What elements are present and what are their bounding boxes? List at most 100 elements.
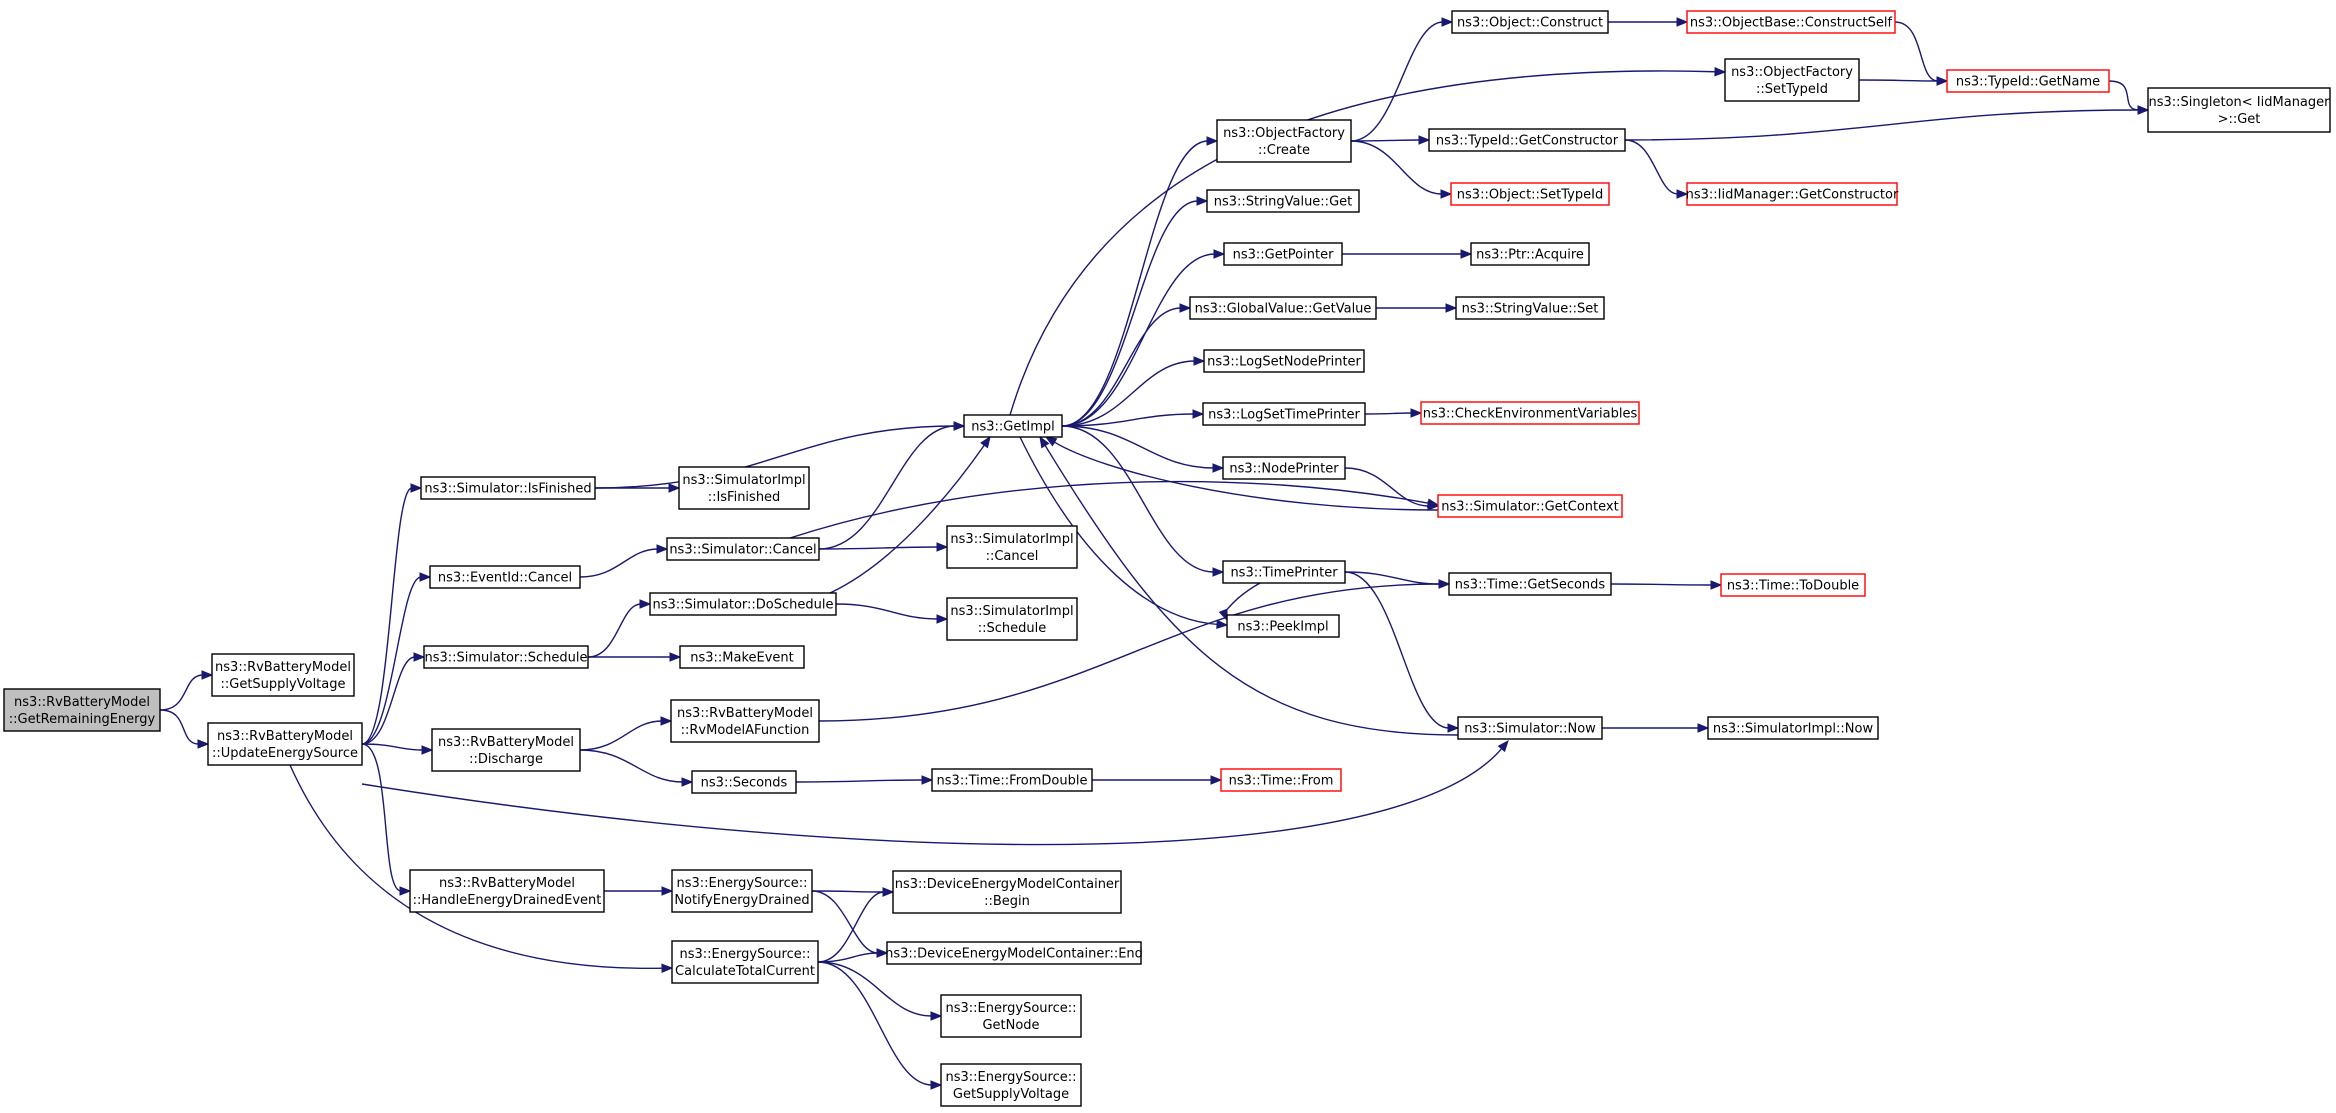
node-notify-drained[interactable]: ns3::EnergySource::NotifyEnergyDrained	[671, 869, 813, 913]
node-do-schedule[interactable]: ns3::Simulator::DoSchedule	[649, 592, 837, 616]
edge-sim-cancel-to-sim-get-context	[789, 480, 1440, 539]
node-box	[1724, 58, 1860, 102]
edge-line	[1858, 79, 1939, 82]
edge-line	[789, 480, 1430, 539]
edge-time-printer-to-sim-now	[1344, 571, 1460, 733]
node-peek-impl[interactable]: ns3::PeekImpl	[1226, 614, 1340, 638]
node-label: ns3::LogSetNodePrinter	[1207, 355, 1361, 370]
node-box	[1707, 716, 1879, 740]
node-event-id-cancel[interactable]: ns3::EventId::Cancel	[429, 565, 581, 589]
node-global-value-get-value[interactable]: ns3::GlobalValue::GetValue	[1189, 296, 1377, 320]
node-label: ns3::Time::From	[1229, 774, 1334, 789]
node-schedule[interactable]: ns3::Simulator::Schedule	[423, 645, 589, 669]
node-label: ns3::MakeEvent	[690, 651, 794, 666]
node-time-from-double[interactable]: ns3::Time::FromDouble	[931, 768, 1093, 792]
node-of-set-type-id[interactable]: ns3::ObjectFactory::SetTypeId	[1724, 58, 1860, 102]
edge-sim-now-to-sim-impl-now	[1602, 723, 1710, 733]
edge-node-printer-to-sim-get-context	[1344, 467, 1440, 511]
node-label: ns3::StringValue::Set	[1462, 302, 1599, 317]
node-make-event[interactable]: ns3::MakeEvent	[679, 645, 805, 669]
node-handle-drained[interactable]: ns3::RvBatteryModel::HandleEnergyDrained…	[409, 869, 605, 913]
node-sim-now[interactable]: ns3::Simulator::Now	[1457, 716, 1603, 740]
node-box	[1437, 494, 1623, 518]
arrowhead	[876, 948, 889, 958]
node-es-get-supply-voltage[interactable]: ns3::EnergySource::GetSupplyVoltage	[940, 1063, 1082, 1107]
node-label: ns3::RvBatteryModel	[217, 729, 353, 744]
node-time-printer[interactable]: ns3::TimePrinter	[1222, 560, 1346, 584]
edge-schedule-to-make-event	[588, 652, 682, 662]
node-get-impl[interactable]: ns3::GetImpl	[963, 414, 1063, 438]
node-sim-impl-is-finished[interactable]: ns3::SimulatorImpl::IsFinished	[678, 466, 810, 510]
node-ptr-acquire[interactable]: ns3::Ptr::Acquire	[1470, 242, 1590, 266]
node-es-get-node[interactable]: ns3::EnergySource::GetNode	[940, 994, 1082, 1038]
node-sim-impl-now[interactable]: ns3::SimulatorImpl::Now	[1707, 716, 1879, 740]
edge-calc-total-current-to-demc-begin	[817, 887, 895, 963]
node-iid-get-constructor[interactable]: ns3::IidManager::GetConstructor	[1686, 182, 1899, 206]
node-box	[649, 592, 837, 616]
node-obj-base-construct-self[interactable]: ns3::ObjectBase::ConstructSelf	[1686, 10, 1896, 34]
edge-line	[1624, 109, 2140, 141]
node-demc-end[interactable]: ns3::DeviceEnergyModelContainer::End	[885, 941, 1143, 965]
node-object-construct[interactable]: ns3::Object::Construct	[1451, 10, 1609, 34]
edge-line	[1061, 140, 1209, 427]
node-rv-model-afunction[interactable]: ns3::RvBatteryModel::RvModelAFunction	[670, 699, 820, 743]
node-type-id-get-name[interactable]: ns3::TypeId::GetName	[1946, 69, 2110, 93]
edge-line	[1350, 140, 1443, 195]
node-label: ns3::StringValue::Get	[1214, 195, 1352, 210]
edge-line	[1061, 425, 1215, 573]
node-get-supply-voltage[interactable]: ns3::RvBatteryModel::GetSupplyVoltage	[211, 653, 355, 697]
node-label: ns3::Simulator::GetContext	[1441, 500, 1618, 515]
node-label: ns3::EventId::Cancel	[438, 571, 572, 586]
edge-line	[1894, 21, 1939, 82]
node-box	[1686, 10, 1896, 34]
node-label: ::GetSupplyVoltage	[221, 677, 346, 692]
edge-sim-cancel-to-get-impl	[818, 421, 966, 550]
node-string-value-get[interactable]: ns3::StringValue::Get	[1206, 189, 1360, 213]
edge-line	[2108, 80, 2140, 111]
node-is-finished[interactable]: ns3::Simulator::IsFinished	[420, 476, 596, 500]
edge-get-impl-to-string-value-get	[1061, 196, 1209, 427]
node-get-pointer[interactable]: ns3::GetPointer	[1223, 242, 1343, 266]
node-sim-cancel[interactable]: ns3::Simulator::Cancel	[666, 537, 820, 561]
arrowhead	[1210, 775, 1223, 785]
edge-discharge-to-seconds	[579, 749, 694, 787]
edge-of-create-to-object-set-type-id	[1350, 140, 1453, 199]
edge-line	[818, 546, 939, 550]
node-seconds[interactable]: ns3::Seconds	[691, 770, 797, 794]
edge-notify-drained-to-demc-end	[811, 890, 889, 958]
node-calc-total-current[interactable]: ns3::EnergySource::CalculateTotalCurrent	[671, 940, 819, 984]
node-of-create[interactable]: ns3::ObjectFactory::Create	[1216, 119, 1352, 163]
edge-line	[1061, 425, 1215, 469]
node-string-value-set[interactable]: ns3::StringValue::Set	[1455, 296, 1605, 320]
node-update-energy-source[interactable]: ns3::RvBatteryModel::UpdateEnergySource	[207, 722, 363, 766]
arrowhead	[1497, 739, 1509, 753]
edge-line	[594, 425, 956, 489]
arrowhead	[410, 483, 423, 493]
node-time-from[interactable]: ns3::Time::From	[1220, 768, 1342, 792]
node-label: ns3::Time::GetSeconds	[1455, 578, 1606, 593]
node-node-printer[interactable]: ns3::NodePrinter	[1222, 456, 1346, 480]
node-demc-begin[interactable]: ns3::DeviceEnergyModelContainer::Begin	[892, 870, 1122, 914]
node-box	[691, 770, 797, 794]
node-time-to-double[interactable]: ns3::Time::ToDouble	[1720, 573, 1866, 597]
edge-type-id-get-constructor-to-singleton-get	[1624, 105, 2150, 141]
node-singleton-get[interactable]: ns3::Singleton< IidManager >::Get	[2147, 87, 2331, 133]
node-time-get-seconds[interactable]: ns3::Time::GetSeconds	[1448, 572, 1612, 596]
node-check-env-vars[interactable]: ns3::CheckEnvironmentVariables	[1420, 401, 1640, 425]
node-type-id-get-constructor[interactable]: ns3::TypeId::GetConstructor	[1428, 128, 1626, 152]
node-discharge[interactable]: ns3::RvBatteryModel::Discharge	[431, 728, 581, 772]
edge-line	[1061, 360, 1196, 427]
node-log-set-node-printer[interactable]: ns3::LogSetNodePrinter	[1203, 349, 1365, 373]
node-sim-impl-schedule[interactable]: ns3::SimulatorImpl::Schedule	[946, 597, 1078, 641]
arrowhead	[1676, 189, 1689, 199]
node-label: GetNode	[982, 1018, 1039, 1033]
node-object-set-type-id[interactable]: ns3::Object::SetTypeId	[1450, 182, 1610, 206]
node-label: ns3::Simulator::IsFinished	[424, 482, 591, 497]
arrowhead	[921, 775, 934, 785]
node-sim-impl-cancel[interactable]: ns3::SimulatorImpl::Cancel	[946, 525, 1078, 569]
node-label: ns3::SimulatorImpl::Now	[1713, 722, 1874, 737]
node-sim-get-context[interactable]: ns3::Simulator::GetContext	[1437, 494, 1623, 518]
node-log-set-time-printer[interactable]: ns3::LogSetTimePrinter	[1202, 402, 1366, 426]
edge-line	[1364, 412, 1413, 415]
node-box	[1220, 768, 1342, 792]
